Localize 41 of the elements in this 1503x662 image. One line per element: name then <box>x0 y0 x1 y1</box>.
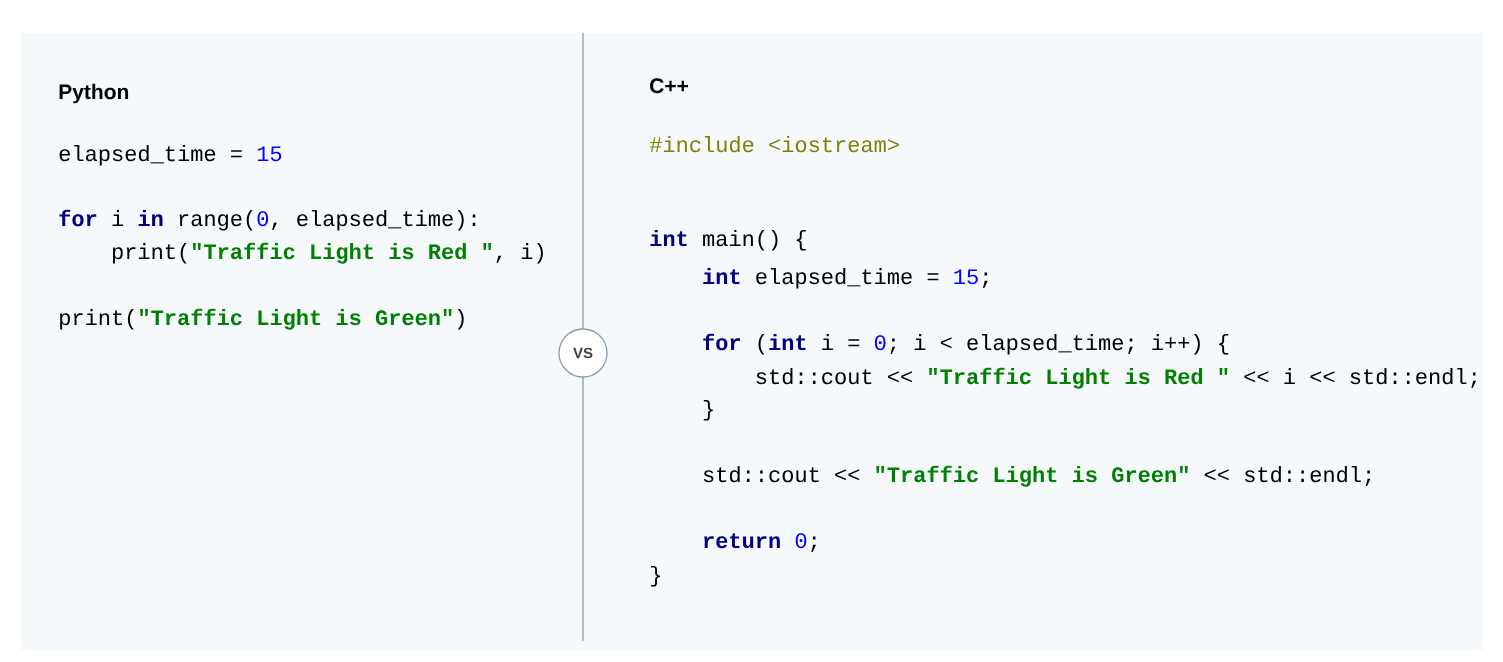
code-text: "Traffic Light is Red " <box>929 367 1228 389</box>
code-text: 15 <box>954 269 978 285</box>
vs-badge: VS <box>558 328 608 378</box>
code-text: int <box>703 268 740 285</box>
code-text: elapsed_time = <box>59 145 242 166</box>
code-text: "Traffic Light is Green" <box>140 308 452 330</box>
code-text: ; <box>811 536 817 552</box>
code-text: ; i < elapsed_time; i++) { <box>890 334 1229 355</box>
code-text: main() { <box>703 230 806 251</box>
code-text: i = <box>822 334 860 350</box>
code-text: range( <box>179 210 253 231</box>
code-text: for <box>59 209 97 227</box>
code-text: return <box>704 533 780 549</box>
code-text: std::cout << <box>703 466 860 483</box>
code-text: print( <box>60 309 134 330</box>
code-text: #include <iostream> <box>649 136 899 153</box>
code-text: 15 <box>257 146 282 162</box>
code-text: for <box>703 333 741 351</box>
code-text: , elapsed_time): <box>272 210 476 231</box>
code-text: ) <box>457 309 464 330</box>
code-text: in <box>138 210 163 226</box>
code-text: elapsed_time = <box>756 268 939 289</box>
code-text: << std::endl; <box>1204 466 1371 486</box>
code-text: ( <box>758 334 765 355</box>
code-text: int <box>650 230 687 247</box>
code-text: 0 <box>795 533 807 549</box>
code-text: } <box>703 400 713 421</box>
code-text: int <box>769 334 806 351</box>
panel-heading: C++ <box>650 78 689 94</box>
code-text: print( <box>112 243 187 264</box>
code-text: << i << std::endl; <box>1244 368 1477 388</box>
panel-heading: Python <box>59 83 129 104</box>
code-text: "Traffic Light is Green" <box>876 465 1188 487</box>
code-text: , i) <box>496 243 543 264</box>
code-text: 0 <box>874 335 886 351</box>
code-text: std::cout << <box>756 368 912 385</box>
code-text: } <box>651 566 660 587</box>
code-text: ; <box>983 272 988 288</box>
code-text: 0 <box>257 211 269 227</box>
code-text: "Traffic Light is Red " <box>192 242 492 264</box>
code-text: i <box>112 210 124 226</box>
